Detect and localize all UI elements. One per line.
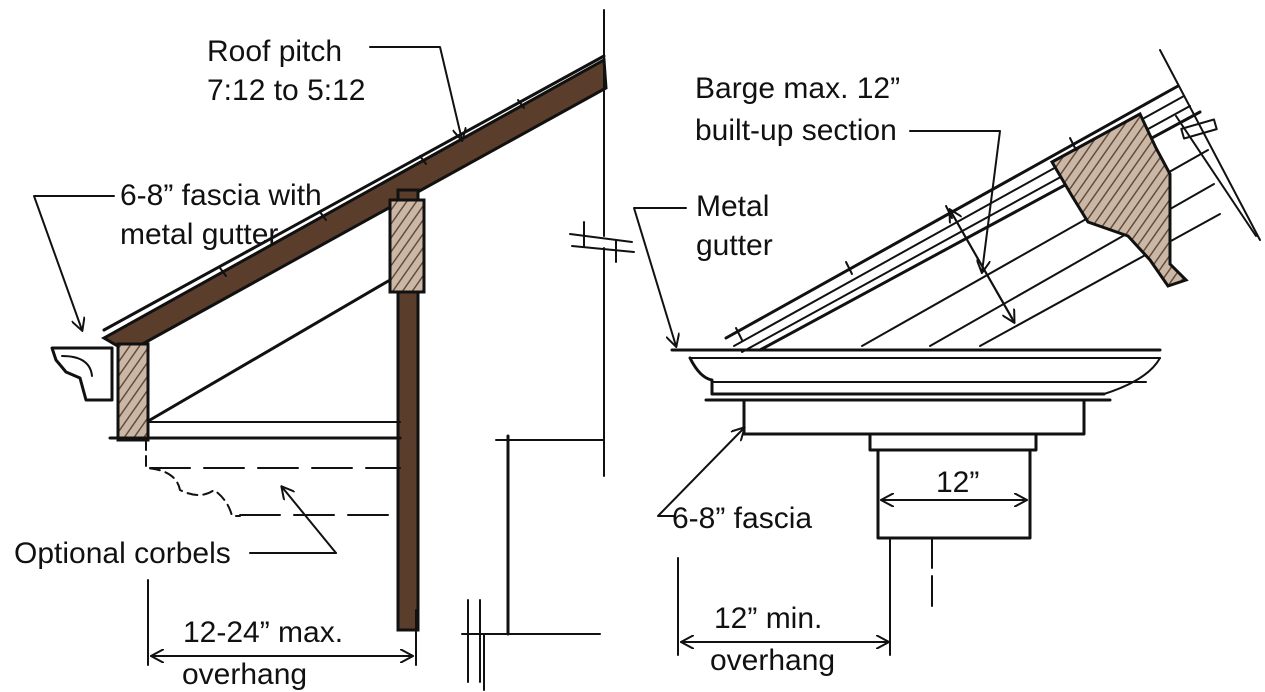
left-gutter [50, 346, 114, 402]
left-corbel-profile [145, 439, 241, 517]
column-width-label: 12” [936, 466, 979, 499]
left-eave-section [50, 9, 635, 691]
roof-pitch-label-2: 7:12 to 5:12 [207, 74, 365, 107]
right-leaders [633, 130, 1014, 517]
left-fascia-board [116, 342, 150, 442]
roof-pitch-leader [369, 46, 462, 140]
right-overhang-label-1: 12” min. [714, 602, 822, 635]
right-shingle-ticks [735, 137, 1077, 341]
corbels-label: Optional corbels [14, 537, 231, 570]
left-fascia-label-1: 6-8” fascia with [120, 179, 322, 212]
right-overhang-label-2: overhang [710, 644, 835, 677]
left-leaders [33, 46, 462, 554]
left-post-top [388, 198, 426, 294]
metal-gutter-leader [633, 207, 687, 346]
left-roof-top-line [102, 54, 606, 332]
left-overhang-label-1: 12-24” max. [183, 616, 343, 649]
left-fascia-leader [33, 195, 115, 330]
barge-leader-a [909, 130, 1001, 272]
left-shingle-ticks [219, 99, 525, 277]
right-fascia [742, 398, 1086, 436]
column-cap [868, 432, 1038, 452]
right-barge-section [670, 49, 1261, 656]
left-fascia-label-2: metal gutter [120, 218, 278, 251]
column-block [876, 448, 1032, 540]
roof-pitch-label-1: Roof pitch [207, 35, 342, 68]
metal-gutter-label-1: Metal [696, 190, 769, 223]
barge-label-1: Barge max. 12” [695, 72, 900, 105]
metal-gutter-label-2: gutter [696, 229, 773, 262]
barge-label-2: built-up section [695, 114, 897, 147]
left-post [396, 188, 420, 632]
right-fascia-leader [657, 428, 744, 517]
left-brace [148, 278, 392, 422]
right-fascia-label: 6-8” fascia [672, 502, 812, 535]
corbels-leader-arrow [282, 487, 337, 554]
right-gutter-profile [688, 356, 1106, 396]
left-overhang-label-2: overhang [182, 658, 307, 691]
barge-builtup-section [1049, 111, 1189, 288]
